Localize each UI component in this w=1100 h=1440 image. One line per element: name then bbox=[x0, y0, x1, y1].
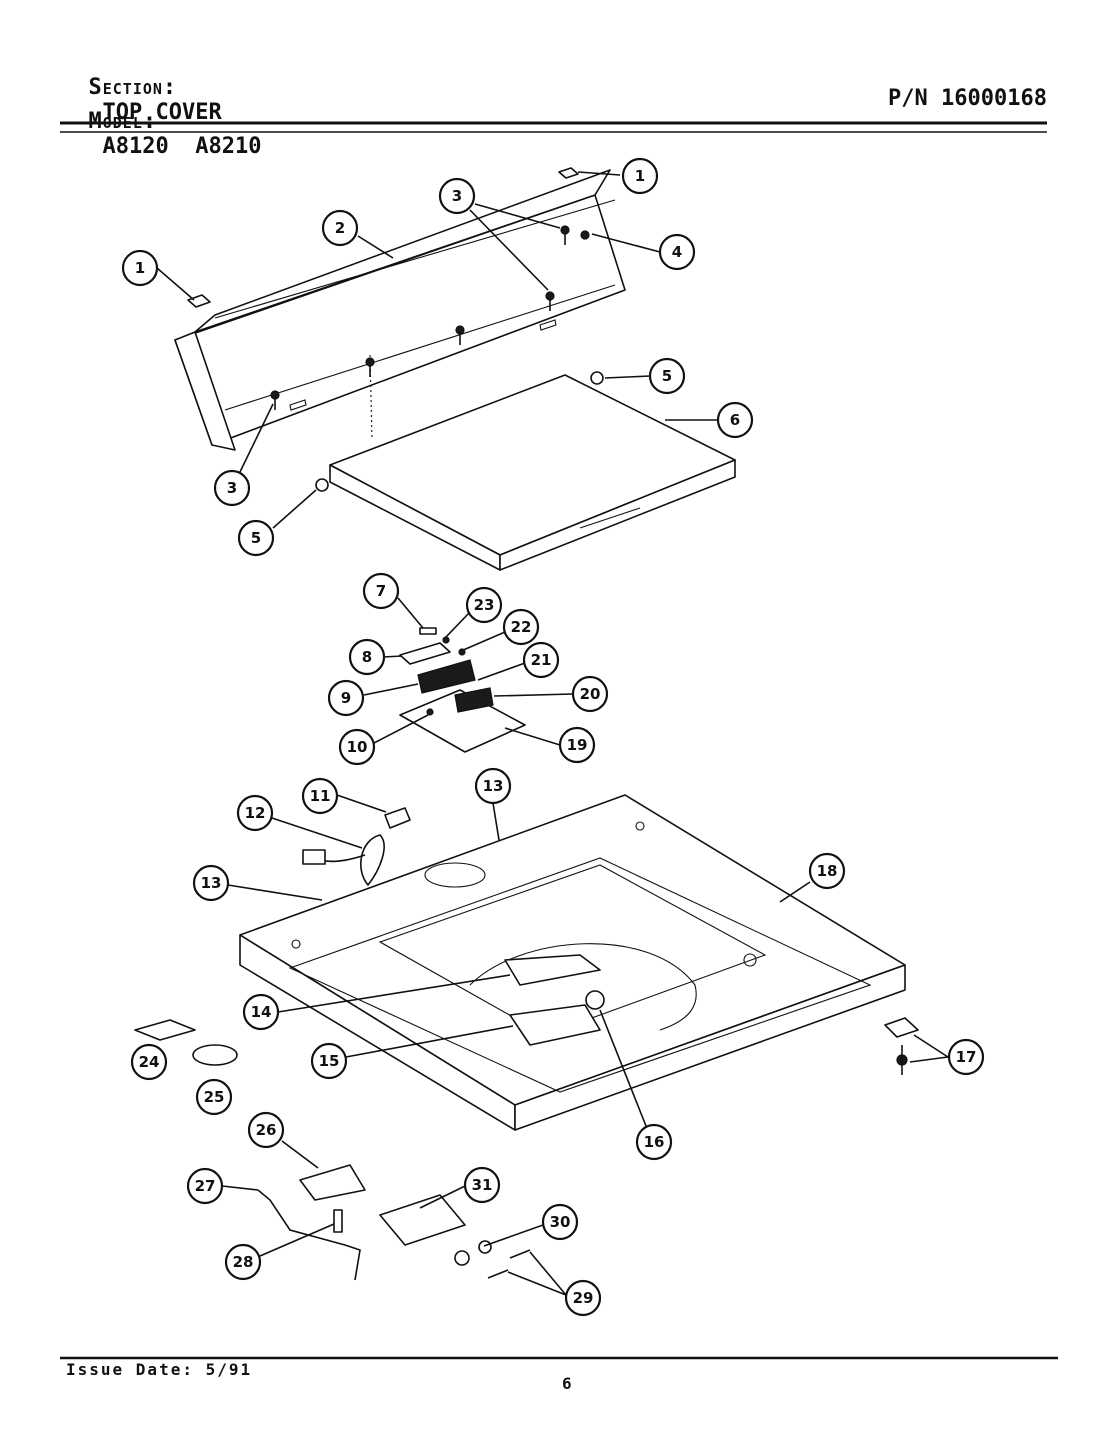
callout-label: 20 bbox=[580, 685, 601, 703]
callout-4: 4 bbox=[658, 233, 696, 271]
power-cord bbox=[302, 807, 411, 886]
callout-30: 30 bbox=[541, 1203, 579, 1241]
callout-label: 9 bbox=[341, 689, 351, 707]
clamp-25 bbox=[192, 1044, 238, 1066]
callout-22: 22 bbox=[502, 608, 540, 646]
callout-5-left: 5 bbox=[237, 519, 275, 557]
bleach-dispenser bbox=[509, 1004, 601, 1046]
console-screws bbox=[270, 225, 590, 410]
callout-label: 12 bbox=[245, 804, 266, 822]
callout-label: 16 bbox=[644, 1133, 665, 1151]
callout-label: 5 bbox=[662, 367, 672, 385]
callout-label: 14 bbox=[251, 1003, 272, 1021]
callout-label: 23 bbox=[474, 596, 495, 614]
issue-date: Issue Date: 5/91 bbox=[66, 1360, 253, 1379]
callout-18: 18 bbox=[808, 852, 846, 890]
callout-8: 8 bbox=[348, 638, 386, 676]
callout-label: 27 bbox=[195, 1177, 216, 1195]
screw-17 bbox=[884, 1017, 919, 1075]
callout-label: 19 bbox=[567, 736, 588, 754]
callout-label: 4 bbox=[672, 243, 682, 261]
fabric-softener-dispenser bbox=[504, 954, 601, 986]
knob-16 bbox=[585, 990, 605, 1010]
console-clip-left bbox=[187, 294, 211, 308]
callout-label: 3 bbox=[452, 187, 462, 205]
callout-label: 25 bbox=[204, 1088, 225, 1106]
callout-label: 24 bbox=[139, 1053, 160, 1071]
callout-21: 21 bbox=[522, 641, 560, 679]
callout-13-left: 13 bbox=[192, 864, 230, 902]
callout-7: 7 bbox=[362, 572, 400, 610]
section-label: Section: bbox=[88, 75, 178, 100]
callout-20: 20 bbox=[571, 675, 609, 713]
callout-23: 23 bbox=[465, 586, 503, 624]
callout-9: 9 bbox=[327, 679, 365, 717]
lid-bumper-right bbox=[590, 371, 604, 385]
section-value: TOP COVER bbox=[102, 100, 222, 125]
callout-label: 11 bbox=[310, 787, 331, 805]
callout-label: 28 bbox=[233, 1253, 254, 1271]
callout-16: 16 bbox=[635, 1123, 673, 1161]
callout-label: 13 bbox=[483, 777, 504, 795]
console-clip-right bbox=[558, 167, 579, 179]
callout-label: 13 bbox=[201, 874, 222, 892]
callout-17: 17 bbox=[947, 1038, 985, 1076]
callout-13-top: 13 bbox=[474, 767, 512, 805]
callout-bubbles: 1 1 2 3 3 4 5 5 6 7 23 22 8 21 9 20 10 1… bbox=[121, 157, 985, 1317]
callout-label: 3 bbox=[227, 479, 237, 497]
callout-31: 31 bbox=[463, 1166, 501, 1204]
callout-label: 31 bbox=[472, 1176, 493, 1194]
washer-lid bbox=[329, 374, 736, 571]
callout-label: 8 bbox=[362, 648, 372, 666]
lid-bumper-left bbox=[315, 478, 329, 492]
washer-top-cover bbox=[239, 794, 906, 1131]
callout-label: 17 bbox=[956, 1048, 977, 1066]
callout-label: 6 bbox=[730, 411, 740, 429]
callout-1-left: 1 bbox=[121, 249, 159, 287]
lid-switch-assembly bbox=[399, 627, 526, 753]
callout-5-right: 5 bbox=[648, 357, 686, 395]
callout-label: 30 bbox=[550, 1213, 571, 1231]
callout-2: 2 bbox=[321, 209, 359, 247]
callout-15: 15 bbox=[310, 1042, 348, 1080]
callout-label: 5 bbox=[251, 529, 261, 547]
callout-label: 18 bbox=[817, 862, 838, 880]
page-number: 6 bbox=[562, 1374, 574, 1393]
model-value: A8120 A8210 bbox=[102, 134, 262, 159]
callout-label: 1 bbox=[635, 167, 645, 185]
callout-29: 29 bbox=[564, 1279, 602, 1317]
callout-label: 10 bbox=[347, 738, 368, 756]
callout-25: 25 bbox=[195, 1078, 233, 1116]
callout-label: 1 bbox=[135, 259, 145, 277]
callout-label: 26 bbox=[256, 1121, 277, 1139]
callout-label: 15 bbox=[319, 1052, 340, 1070]
callout-1-top: 1 bbox=[621, 157, 659, 195]
callout-3-top: 3 bbox=[438, 177, 476, 215]
callout-26: 26 bbox=[247, 1111, 285, 1149]
callout-12: 12 bbox=[236, 794, 274, 832]
console-backsplash bbox=[174, 169, 626, 451]
callout-14: 14 bbox=[242, 993, 280, 1031]
callout-label: 7 bbox=[376, 582, 386, 600]
callout-19: 19 bbox=[558, 726, 596, 764]
callout-label: 2 bbox=[335, 219, 345, 237]
part-number: P/N 16000168 bbox=[888, 86, 1047, 111]
callout-10: 10 bbox=[338, 728, 376, 766]
callout-label: 21 bbox=[531, 651, 552, 669]
callout-11: 11 bbox=[301, 777, 339, 815]
callout-6: 6 bbox=[716, 401, 754, 439]
callout-label: 29 bbox=[573, 1289, 594, 1307]
callout-label: 22 bbox=[511, 618, 532, 636]
leader-lines bbox=[156, 171, 949, 1296]
bracket-24 bbox=[134, 1019, 196, 1041]
callout-24: 24 bbox=[130, 1043, 168, 1081]
callout-27: 27 bbox=[186, 1167, 224, 1205]
section-row: Section: TOP COVER bbox=[62, 50, 222, 125]
model-row: Model: A8120 A8210 bbox=[62, 84, 262, 159]
callout-28: 28 bbox=[224, 1243, 262, 1281]
callout-3-bottom: 3 bbox=[213, 469, 251, 507]
lid-lock-parts bbox=[257, 1164, 531, 1281]
